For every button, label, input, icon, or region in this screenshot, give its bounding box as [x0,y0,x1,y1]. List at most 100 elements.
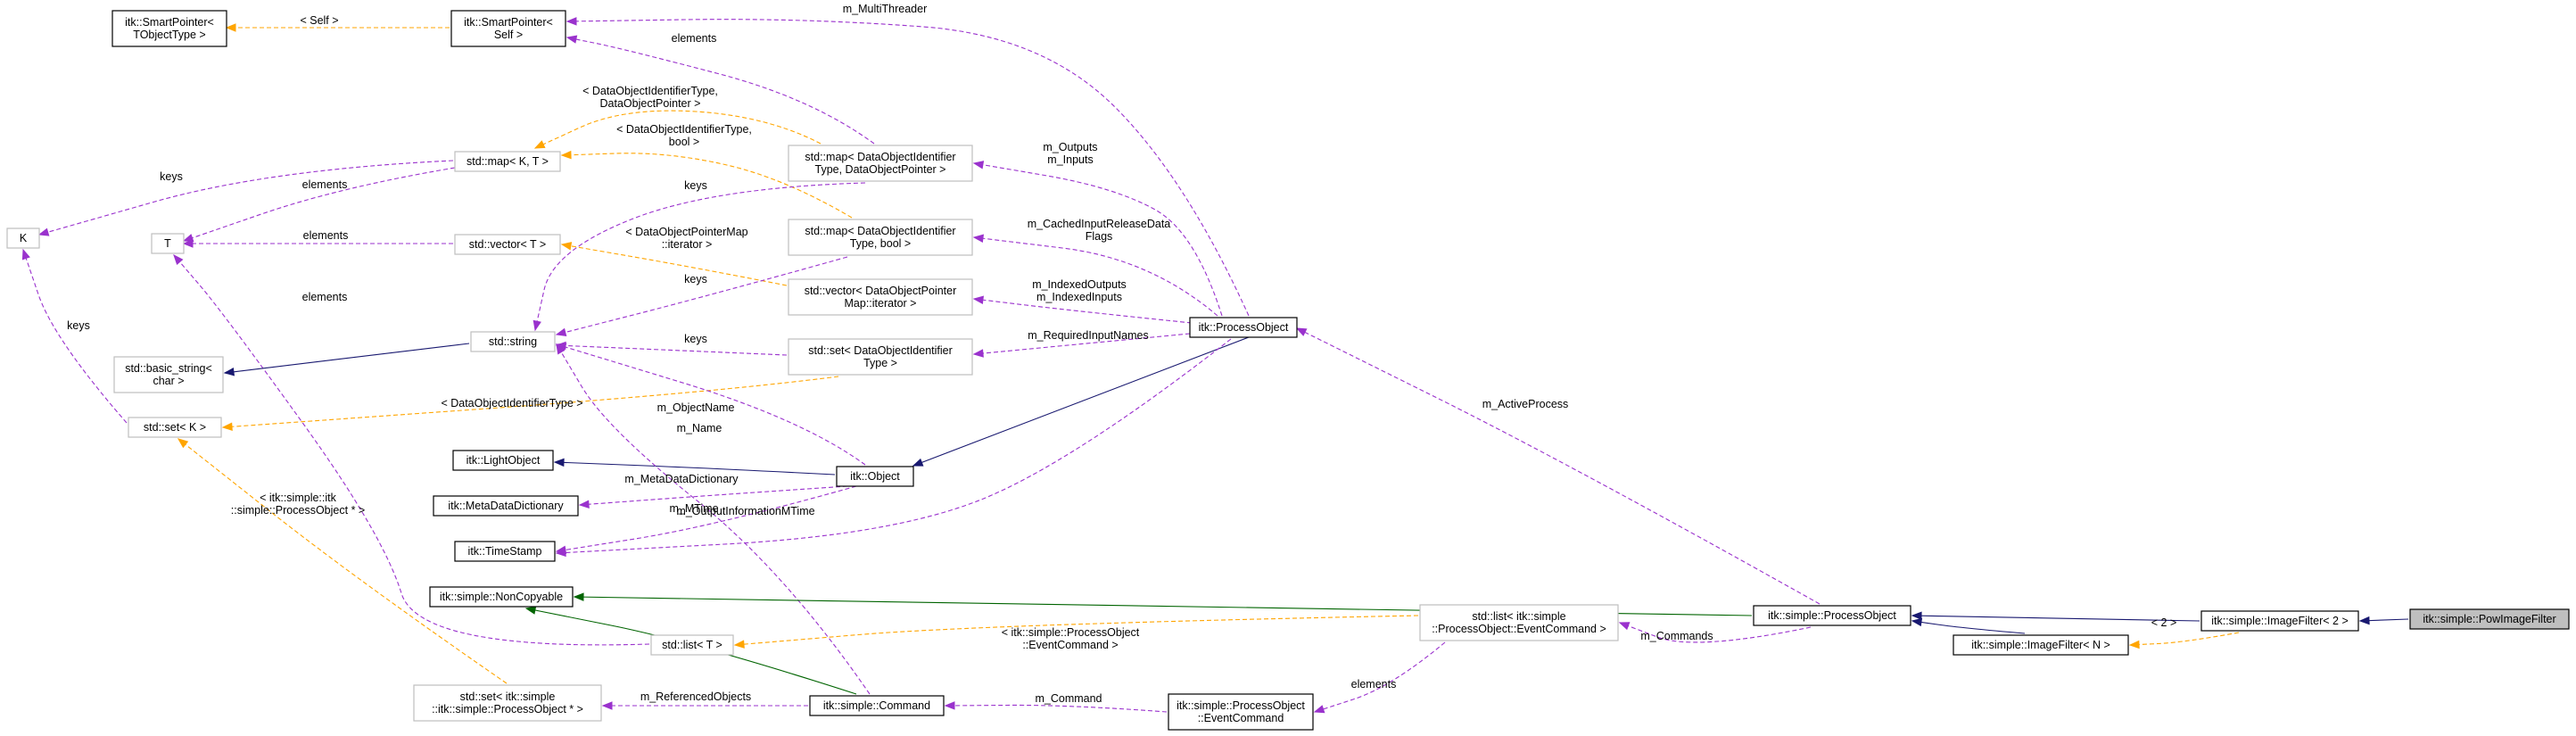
edge-k-to-set_k [21,248,128,424]
edge-itk_po-to-s_po [1295,327,1821,605]
node-list_t[interactable]: std::list< T > [650,634,734,656]
node-box [450,10,566,47]
edge-pow-to-if_2 [2358,616,2409,625]
node-map_bool[interactable]: std::map< DataObjectIdentifierType, bool… [788,219,973,256]
node-map_dop[interactable]: std::map< DataObjectIdentifierType, Data… [788,145,973,182]
edge-label: elements [303,229,349,242]
node-box [788,145,973,182]
edge-label: < DataObjectIdentifierType, [616,123,752,136]
node-string[interactable]: std::string [470,331,556,352]
node-label: Type, DataObjectPointer > [815,163,946,176]
edge-line [556,344,788,356]
node-label: std::set< itk::simple [460,691,556,703]
node-vec_t[interactable]: std::vector< T > [454,234,561,255]
node-k[interactable]: K [6,227,40,249]
edge-list_t-to-list_ec [733,615,1419,649]
node-itk_po[interactable]: itk::ProcessObject [1189,317,1298,338]
edge-sp_self-to-itk_po [566,17,1250,317]
edge-line [973,333,1191,355]
node-sp_self[interactable]: itk::SmartPointer<Self > [450,10,566,47]
node-label: itk::Object [850,470,900,483]
node-label: itk::simple::ImageFilter< 2 > [2211,615,2349,627]
edge-line [183,167,456,242]
node-label: itk::simple::NonCopyable [440,591,563,603]
edge-arrowhead [560,150,572,160]
edge-sp_self-to-map_dop [566,35,875,145]
node-box [452,450,554,471]
node-set_k[interactable]: std::set< K > [128,417,222,438]
edge-arrowhead [533,319,541,332]
edge-label: ::EventCommand > [1022,639,1118,651]
edge-label: keys [684,179,707,192]
node-t[interactable]: T [151,233,185,254]
edge-label: DataObjectPointer > [600,97,701,110]
node-label: Self > [494,29,523,41]
edge-arrowhead [560,242,573,251]
edge-obj-to-ts [555,485,857,555]
edge-line [973,298,1193,324]
edge-label: m_ReferencedObjects [640,691,751,703]
node-label: itk::SmartPointer< [125,16,214,29]
node-list_ec[interactable]: std::list< itk::simple::ProcessObject::E… [1419,604,1619,641]
edge-line [556,485,857,552]
edge-label: keys [67,319,90,332]
node-box [6,227,40,249]
edge-arrowhead [2128,640,2140,649]
edge-set_k-to-set_doi [221,376,839,431]
node-label: std::basic_string< [125,362,212,375]
edge-line [579,485,848,506]
node-vec_iter[interactable]: std::vector< DataObjectPointerMap::itera… [788,278,973,316]
node-ts[interactable]: itk::TimeStamp [454,541,556,562]
node-label: std::vector< DataObjectPointer [805,285,957,297]
edge-label: elements [302,291,348,303]
node-label: itk::simple::PowImageFilter [2423,613,2555,625]
node-set_spo[interactable]: std::set< itk::simple::itk::simple::Proc… [413,684,602,722]
node-if_2[interactable]: itk::simple::ImageFilter< 2 > [2200,610,2359,632]
edge-label: elements [302,178,348,191]
edge-label: m_Inputs [1047,153,1093,166]
node-mdd[interactable]: itk::MetaDataDictionary [433,495,579,517]
edge-label: bool > [669,136,699,148]
node-light[interactable]: itk::LightObject [452,450,554,471]
node-label: char > [153,375,184,387]
edge-label: < itk::simple::ProcessObject [1002,626,1140,639]
node-pow[interactable]: itk::simple::PowImageFilter [2409,608,2570,630]
node-box [1953,634,2129,656]
edge-if_n-to-s_po [1911,617,2026,634]
node-set_doi[interactable]: std::set< DataObjectIdentifierType > [788,338,973,376]
edge-arrowhead [553,458,565,467]
node-label: TObjectType > [133,29,205,41]
node-obj[interactable]: itk::Object [836,466,914,487]
edge-t-to-list_t [173,253,650,646]
edge-if_n-to-if_2 [2128,632,2240,649]
edge-arrowhead [972,295,984,304]
node-sp_t[interactable]: itk::SmartPointer<TObjectType > [111,10,227,47]
node-basic_string[interactable]: std::basic_string<char > [113,356,224,393]
edge-string-to-set_doi [555,341,788,356]
edge-arrowhead [1295,327,1308,336]
node-if_n[interactable]: itk::simple::ImageFilter< N > [1953,634,2129,656]
node-box [788,219,973,256]
node-label: std::set< K > [144,421,206,434]
node-s_po[interactable]: itk::simple::ProcessObject [1753,605,1911,626]
node-poec[interactable]: itk::simple::ProcessObject::EventCommand [1168,693,1314,731]
edge-line [173,254,650,646]
edge-line [973,162,1223,317]
edge-label: < DataObjectIdentifierType > [441,397,582,409]
node-label: ::EventCommand [1198,712,1284,724]
node-noncopy[interactable]: itk::simple::NonCopyable [429,586,574,608]
edge-label: keys [684,333,707,345]
edge-arrowhead [566,17,577,26]
node-cmd[interactable]: itk::simple::Command [809,695,945,716]
node-map_kt[interactable]: std::map< K, T > [454,151,561,172]
node-label: std::string [489,335,537,348]
edge-line [561,153,853,219]
node-label: std::map< DataObjectIdentifier [805,225,955,237]
node-box [809,695,945,716]
edge-label: m_CachedInputReleaseData [1028,218,1171,230]
node-label: std::map< K, T > [466,155,549,168]
node-label: itk::simple::ProcessObject [1177,699,1305,712]
edge-obj-to-itk_po [912,336,1250,467]
node-box [836,466,914,487]
edge-vec_t-to-vec_iter [560,242,788,286]
